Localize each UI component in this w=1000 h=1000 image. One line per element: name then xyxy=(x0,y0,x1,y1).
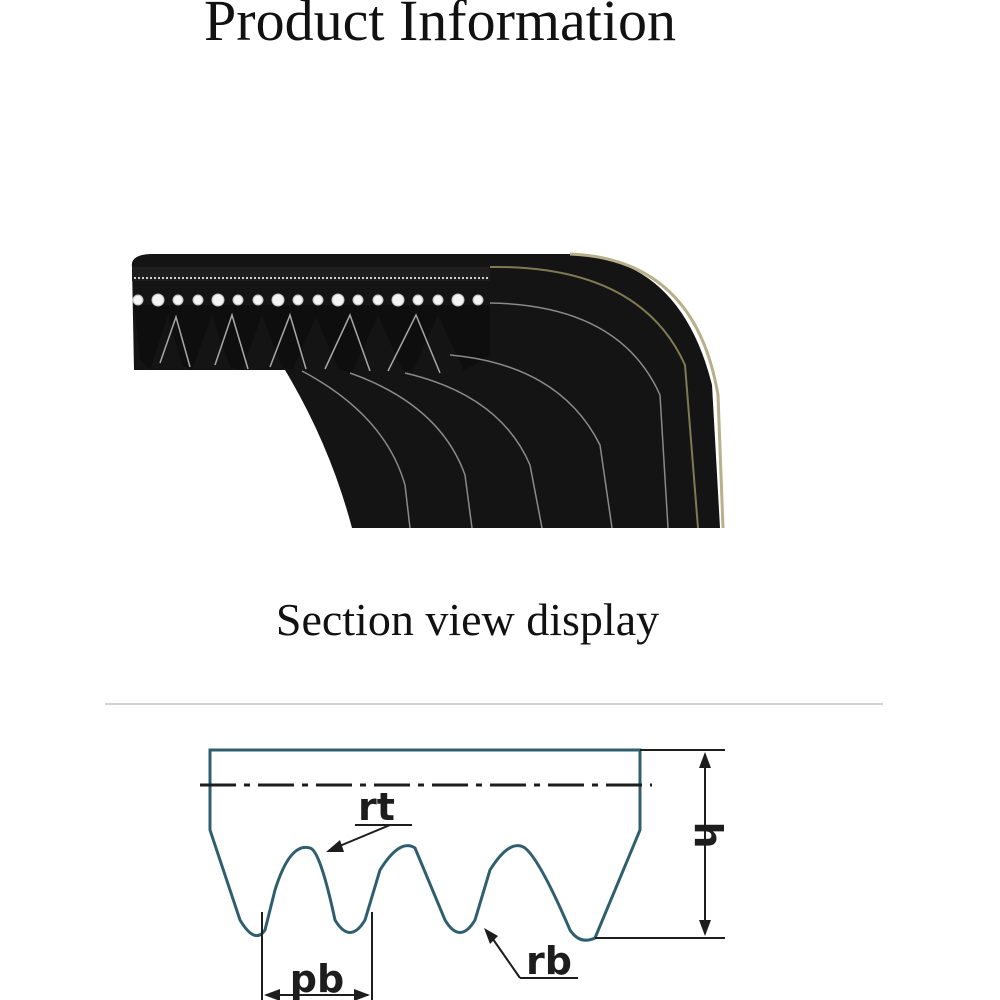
tension-cord xyxy=(312,294,324,306)
section-divider xyxy=(105,703,883,705)
belt-edge-highlight xyxy=(569,252,725,529)
belt-groove-line xyxy=(449,354,613,529)
rib-profile-diagram: h rt rb pb xyxy=(200,748,730,1000)
tension-cord xyxy=(391,293,405,307)
rt-arrow xyxy=(326,840,344,852)
tension-cord xyxy=(472,294,484,306)
pb-arrow-right xyxy=(354,989,370,1000)
belt-groove-line xyxy=(489,265,699,529)
tension-cord xyxy=(132,294,144,306)
h-arrow-top xyxy=(699,752,711,768)
tension-cord xyxy=(372,294,384,306)
label-rt: rt xyxy=(358,785,395,829)
belt-groove-line xyxy=(301,370,411,529)
tension-cord xyxy=(252,294,264,306)
label-h: h xyxy=(686,821,730,848)
page-title: Product Information xyxy=(204,0,676,53)
pb-arrow-left xyxy=(264,989,280,1000)
belt-rib-outline xyxy=(159,312,441,374)
rb-arrow xyxy=(484,928,498,944)
tension-cord xyxy=(211,293,225,307)
tension-cord xyxy=(292,294,304,306)
belt-groove-line xyxy=(404,372,543,529)
tension-cord xyxy=(151,293,165,307)
profile-outline xyxy=(208,748,642,942)
tension-cord xyxy=(432,294,444,306)
tension-cord xyxy=(172,294,184,306)
belt-section-illustration xyxy=(131,252,725,529)
section-caption: Section view display xyxy=(275,594,660,645)
belt-groove-line xyxy=(489,302,669,529)
belt-top-cover xyxy=(132,267,490,281)
label-rb: rb xyxy=(526,939,572,983)
tension-cord xyxy=(451,293,465,307)
tension-cord xyxy=(352,294,364,306)
tension-cord xyxy=(412,294,424,306)
belt-rib-teeth xyxy=(134,305,490,373)
tension-cord xyxy=(192,294,204,306)
label-pb: pb xyxy=(290,957,344,1000)
tension-cord xyxy=(331,293,345,307)
tension-cord xyxy=(271,293,285,307)
tension-cord xyxy=(232,294,244,306)
tension-cord-row xyxy=(132,293,484,307)
belt-groove-line xyxy=(349,372,473,529)
h-arrow-bottom xyxy=(699,920,711,936)
